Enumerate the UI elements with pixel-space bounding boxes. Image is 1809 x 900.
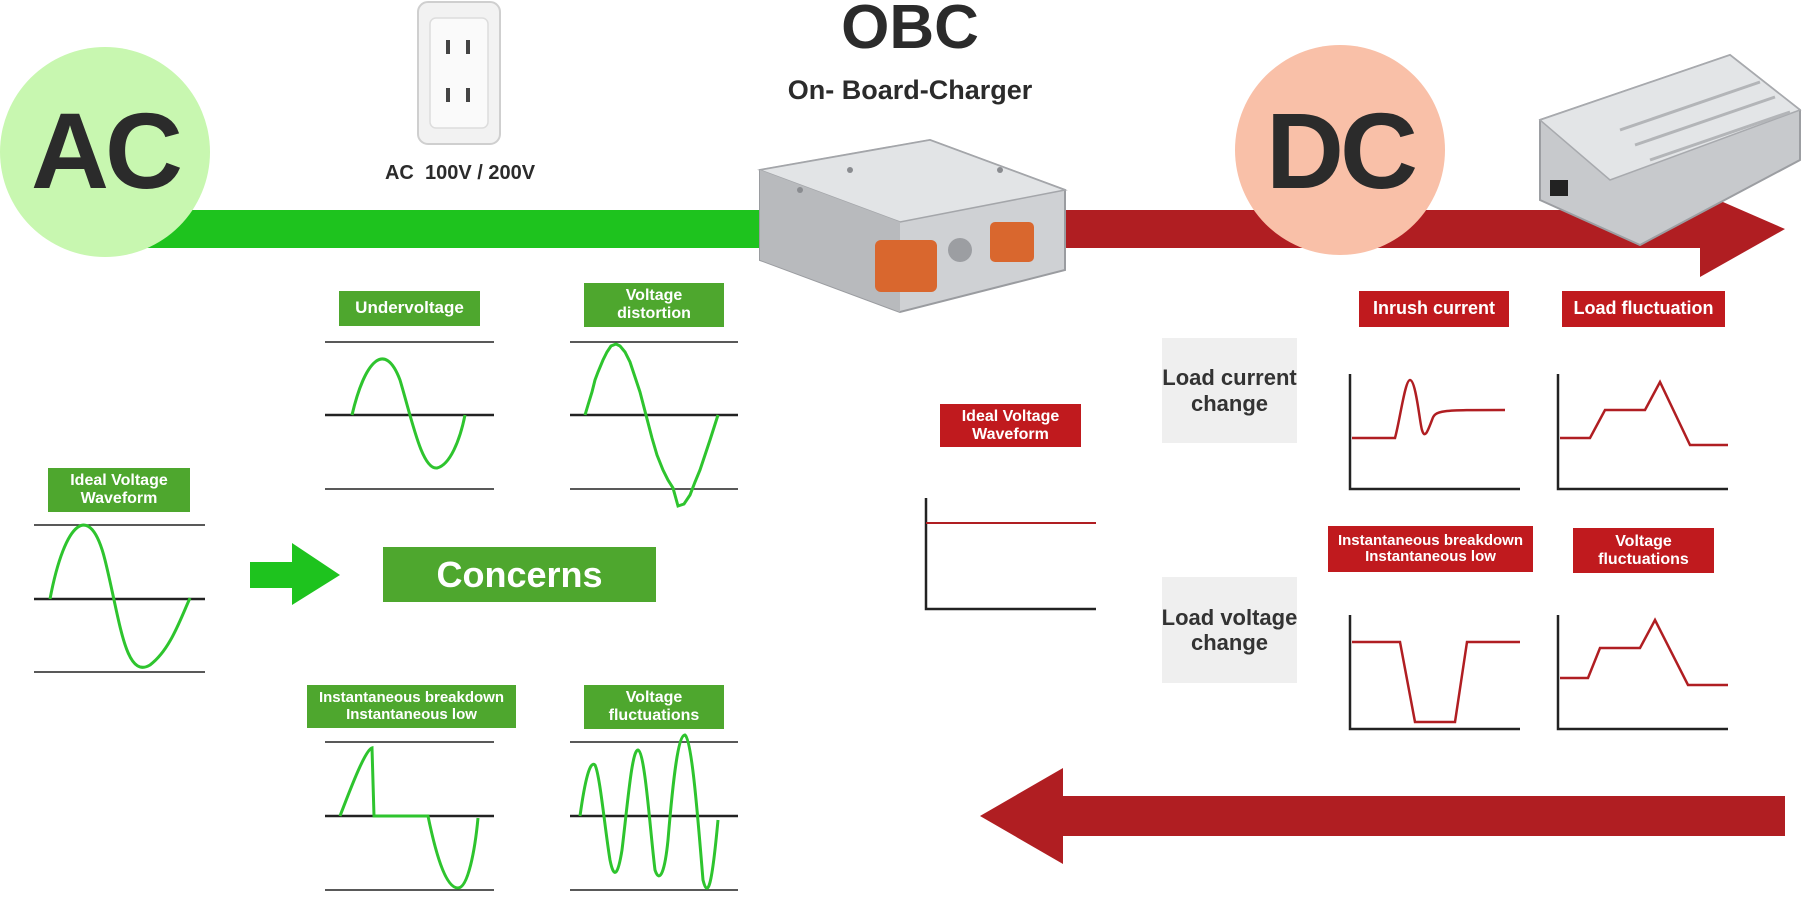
dc-ideal-waveform-chart xyxy=(924,498,1096,611)
ac-instantaneous-breakdown-label: Instantaneous breakdown Instantaneous lo… xyxy=(307,685,516,728)
load-voltage-change-box: Load voltage change xyxy=(1162,577,1297,683)
ac-power-bar xyxy=(120,210,780,248)
dc-instantaneous-breakdown-label: Instantaneous breakdown Instantaneous lo… xyxy=(1328,526,1533,572)
undervoltage-chart xyxy=(325,341,494,490)
obc-unit-icon xyxy=(757,138,1068,314)
voltage-distortion-label: Voltage distortion xyxy=(584,283,724,327)
concerns-label: Concerns xyxy=(383,547,656,602)
ac-voltage-fluctuations-chart xyxy=(570,733,738,891)
undervoltage-label: Undervoltage xyxy=(339,291,480,326)
ac-ideal-voltage-label: Ideal Voltage Waveform xyxy=(48,468,190,512)
inrush-current-chart xyxy=(1348,374,1520,491)
right-arrow-icon xyxy=(1700,192,1785,277)
ac-label: AC xyxy=(31,89,183,211)
obc-title: OBC xyxy=(841,0,979,62)
power-outlet-icon xyxy=(417,1,501,145)
load-fluctuation-label: Load fluctuation xyxy=(1562,291,1725,327)
left-arrow-icon xyxy=(980,768,1785,864)
dc-voltage-fluctuations-chart xyxy=(1556,615,1728,731)
ac-voltage-fluctuations-label: Voltage fluctuations xyxy=(584,685,724,729)
battery-pack-icon xyxy=(1538,53,1802,247)
outlet-caption: AC 100V / 200V xyxy=(384,162,536,184)
dc-voltage-fluctuations-label: Voltage fluctuations xyxy=(1573,528,1714,573)
dc-instantaneous-breakdown-chart xyxy=(1348,615,1520,731)
dc-label: DC xyxy=(1266,89,1418,211)
voltage-distortion-chart xyxy=(570,341,738,508)
dc-circle xyxy=(1235,45,1445,255)
inrush-current-label: Inrush current xyxy=(1359,291,1509,327)
load-current-change-box: Load current change xyxy=(1162,338,1297,443)
load-fluctuation-chart xyxy=(1556,374,1728,491)
dc-ideal-voltage-label: Ideal Voltage Waveform xyxy=(940,404,1081,447)
ac-ideal-waveform-chart xyxy=(34,523,205,673)
ac-instantaneous-breakdown-chart xyxy=(325,741,494,891)
obc-subtitle: On- Board-Charger xyxy=(787,75,1033,105)
ac-circle xyxy=(0,47,210,257)
right-arrow-icon xyxy=(250,543,340,605)
